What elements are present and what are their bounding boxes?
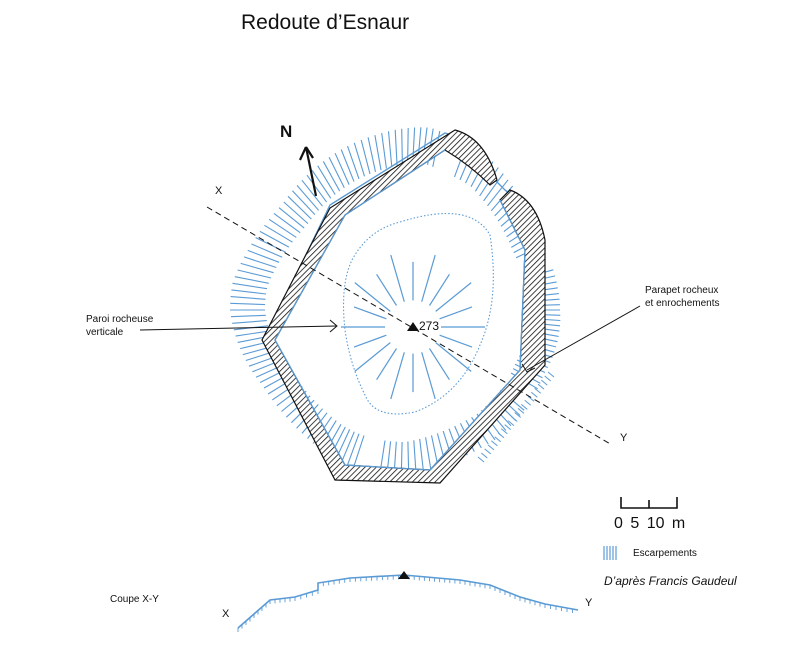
paroi-line-2: verticale [86,327,124,338]
diagram-title: Redoute d’Esnaur [241,11,410,34]
inner-edge [274,149,526,471]
north-arrow [299,146,318,197]
parapet-line-2: et enrochements [645,298,720,309]
elevation-marker [407,322,419,331]
parapet-leader [521,305,641,373]
paroi-leader [139,319,338,333]
paroi-line-1: Paroi rocheuse [86,314,154,325]
paroi-annotation: Paroi rocheuse verticale [86,313,153,339]
parapet-escarpment [477,371,555,463]
parapet-annotation: Parapet rocheux et enrochements [645,284,720,310]
scale-label: 0 5 10 m [614,515,686,532]
section-point-y: Y [620,432,628,444]
escarpment-legend-swatch [603,546,617,560]
section-x-label: X [222,608,230,620]
legend-escarpements: Escarpements [633,548,697,559]
parapet-line-1: Parapet rocheux [645,285,719,296]
summit-slope-strokes [341,254,485,400]
section-y-label: Y [585,597,593,609]
credit: D’après Francis Gaudeul [604,574,737,588]
cross-section-profile [237,574,579,632]
north-label: N [280,122,293,141]
section-line [206,206,613,446]
section-title: Coupe X-Y [110,594,159,605]
elevation-label: 273 [419,319,440,333]
section-point-x: X [215,185,223,197]
summit-contour [343,212,494,415]
section-summit-marker [398,571,410,579]
scale-bar [620,497,678,509]
